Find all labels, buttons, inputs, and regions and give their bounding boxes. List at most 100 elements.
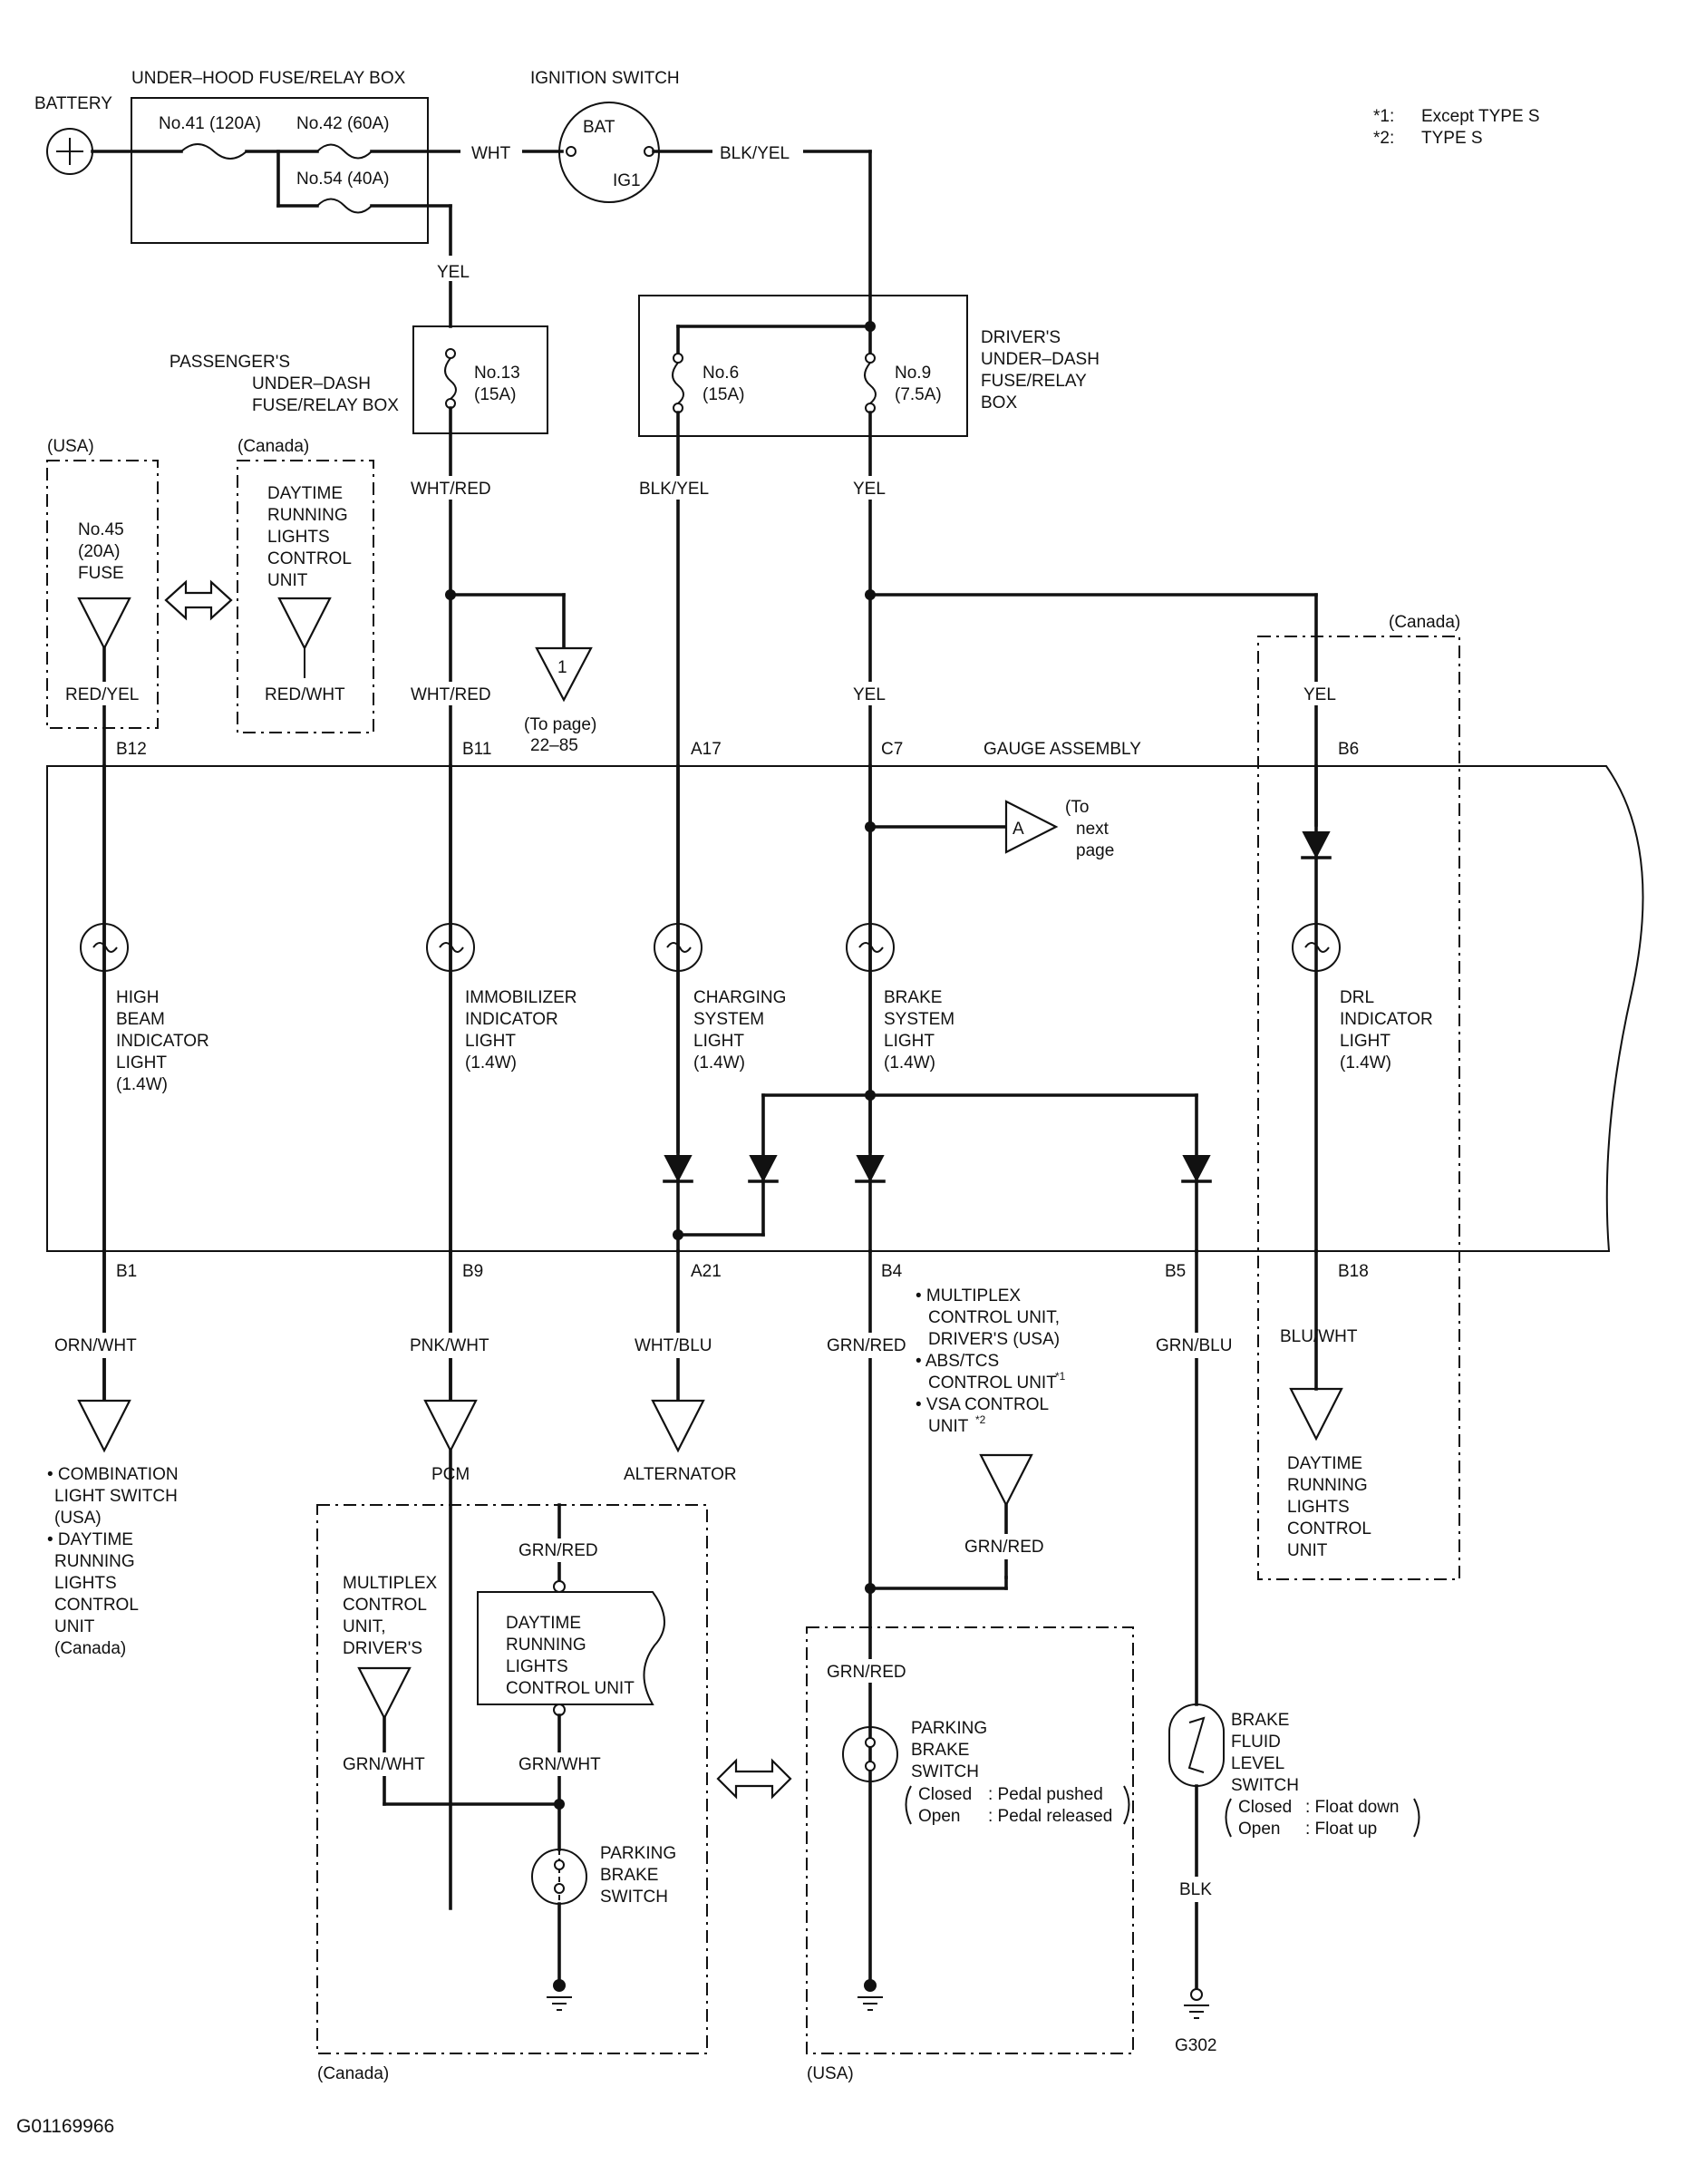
note1-text: Except TYPE S bbox=[1421, 107, 1540, 126]
battery: BATTERY bbox=[34, 94, 183, 175]
figure-id: G01169966 bbox=[16, 2116, 114, 2137]
parking-brake-switch-icon bbox=[531, 1849, 587, 1905]
fuse54-label: No.54 (40A) bbox=[296, 170, 389, 189]
pin-b4: B4 bbox=[881, 1262, 903, 1281]
mpx-line7-sup: *2 bbox=[975, 1413, 986, 1426]
light-label: DRL bbox=[1340, 988, 1374, 1007]
usa-region-label: (USA) bbox=[47, 437, 94, 456]
light-label: INDICATOR bbox=[116, 1032, 209, 1051]
bat-terminal-label: BAT bbox=[583, 118, 615, 137]
alternator-label: ALTERNATOR bbox=[624, 1465, 737, 1484]
to-page-label1: (To page) bbox=[524, 715, 596, 734]
fuse13-amp: (15A) bbox=[474, 385, 516, 404]
connector-triangle-icon bbox=[77, 1399, 131, 1453]
pin-b6: B6 bbox=[1338, 740, 1359, 759]
usa-closed-label: Closed bbox=[918, 1785, 972, 1804]
usa-grnred-label: GRN/RED bbox=[827, 1663, 906, 1682]
canada-drl-unit-line4: CONTROL UNIT bbox=[506, 1679, 635, 1698]
next-page-label1: (To bbox=[1065, 798, 1089, 817]
pin-b5: B5 bbox=[1165, 1262, 1186, 1281]
wire-blkyel-label: BLK/YEL bbox=[639, 480, 709, 499]
ground-g302-label: G302 bbox=[1175, 2036, 1216, 2055]
connector-triangle-icon bbox=[1289, 1387, 1343, 1441]
wire-yel-label1: YEL bbox=[853, 480, 886, 499]
wire-yel-label: YEL bbox=[437, 263, 470, 282]
note1-mark: *1: bbox=[1373, 107, 1394, 126]
usa-fuse-line2: (20A) bbox=[78, 542, 120, 561]
ig1-terminal-label: IG1 bbox=[613, 171, 641, 190]
combo-line3: (USA) bbox=[54, 1509, 102, 1528]
pin-b9: B9 bbox=[462, 1262, 483, 1281]
usa-open-value: : Pedal released bbox=[988, 1807, 1112, 1826]
canada-mpx-line2: CONTROL bbox=[343, 1596, 427, 1615]
usa-bottom-region: (USA) bbox=[807, 2064, 854, 2083]
combo-line1: • COMBINATION bbox=[47, 1465, 179, 1484]
canada-grnwht-label2: GRN/WHT bbox=[518, 1755, 601, 1774]
canada-drl-line2: RUNNING bbox=[267, 506, 348, 525]
usa-pbs-line1: PARKING bbox=[911, 1719, 987, 1738]
canada-drl-line1: DAYTIME bbox=[267, 484, 343, 503]
usa-open-label: Open bbox=[918, 1807, 960, 1826]
fuse-icon bbox=[316, 198, 373, 214]
bulb-icon bbox=[1292, 923, 1341, 972]
canada-drl-region: (Canada) bbox=[237, 437, 309, 456]
fuse9-no: No.9 bbox=[895, 364, 931, 383]
next-page-label2: next bbox=[1076, 820, 1109, 839]
bulb-icon bbox=[426, 923, 475, 972]
bulb-icon bbox=[846, 923, 895, 972]
usa-bottom-box: (USA) GRN/RED PARKING BRAKE SWITCH Close… bbox=[806, 1626, 1134, 2083]
mpx-line6: • VSA CONTROL bbox=[916, 1395, 1049, 1414]
drl-light-label: DRL INDICATOR LIGHT (1.4W) bbox=[1340, 988, 1433, 1073]
fuse9-amp: (7.5A) bbox=[895, 385, 942, 404]
wire-blk-label: BLK bbox=[1179, 1880, 1212, 1899]
light-label: (1.4W) bbox=[884, 1053, 935, 1073]
driver-box-label1: DRIVER'S bbox=[981, 328, 1061, 347]
ignition-switch-label: IGNITION SWITCH bbox=[530, 69, 680, 88]
battery-label: BATTERY bbox=[34, 94, 112, 113]
double-arrow-icon bbox=[716, 1758, 792, 1800]
wire-pnkwht-label: PNK/WHT bbox=[410, 1336, 489, 1355]
parking-brake-switch-icon bbox=[842, 1726, 898, 1782]
connector-triangle-icon bbox=[277, 597, 332, 651]
usa-closed-value: : Pedal pushed bbox=[988, 1785, 1103, 1804]
light-label: INDICATOR bbox=[1340, 1010, 1433, 1029]
underhood-box-label: UNDER–HOOD FUSE/RELAY BOX bbox=[131, 69, 406, 88]
light-label: LIGHT bbox=[1340, 1032, 1390, 1051]
canada-drl-unit-line2: RUNNING bbox=[506, 1636, 586, 1655]
mpx-line5: CONTROL UNIT bbox=[928, 1373, 1057, 1393]
combo-line4: • DAYTIME bbox=[47, 1530, 133, 1549]
mpx-line1: • MULTIPLEX bbox=[916, 1286, 1021, 1306]
fluid-switch-line4: SWITCH bbox=[1231, 1776, 1299, 1795]
lower-wiring: ORN/WHT • COMBINATION LIGHT SWITCH (USA)… bbox=[47, 1249, 1318, 1987]
passenger-box-label1: PASSENGER'S bbox=[170, 353, 290, 372]
canada-right-line2: RUNNING bbox=[1287, 1476, 1368, 1495]
bulb-icon bbox=[654, 923, 702, 972]
light-label: INDICATOR bbox=[465, 1010, 558, 1029]
fluid-switch-line3: LEVEL bbox=[1231, 1754, 1284, 1773]
canada-right-region: (Canada) bbox=[1389, 613, 1460, 632]
immobilizer-light-label: IMMOBILIZER INDICATOR LIGHT (1.4W) bbox=[465, 988, 577, 1073]
fuse-icon bbox=[180, 143, 247, 160]
wire-blkyel-top-label: BLK/YEL bbox=[720, 144, 790, 163]
wire-whtred-label1: WHT/RED bbox=[411, 480, 491, 499]
driver-box-label3: FUSE/RELAY bbox=[981, 372, 1087, 391]
gauge-assembly: GAUGE ASSEMBLY B12 B11 A17 C7 B6 B1 B9 A… bbox=[46, 740, 1644, 1281]
diode-icon bbox=[856, 1155, 885, 1183]
canada-drl-unit-line1: DAYTIME bbox=[506, 1614, 581, 1633]
passenger-fuse-box: PASSENGER'S UNDER–DASH FUSE/RELAY BOX No… bbox=[170, 325, 548, 1910]
gauge-title: GAUGE ASSEMBLY bbox=[984, 740, 1141, 759]
light-label: LIGHT bbox=[884, 1032, 935, 1051]
fuse42-label: No.42 (60A) bbox=[296, 114, 389, 133]
mpx-line4: • ABS/TCS bbox=[916, 1352, 999, 1371]
diode-icon bbox=[1182, 1155, 1211, 1183]
underhood-fuse-box: UNDER–HOOD FUSE/RELAY BOX No.41 (120A) N… bbox=[131, 69, 564, 328]
mpx-line7: UNIT bbox=[928, 1417, 969, 1436]
light-label: (1.4W) bbox=[465, 1053, 517, 1073]
fluid-switch-line1: BRAKE bbox=[1231, 1711, 1289, 1730]
fluid-open-label: Open bbox=[1238, 1820, 1280, 1839]
ground-icon bbox=[858, 1996, 883, 2011]
combo-line9: (Canada) bbox=[54, 1639, 126, 1658]
usa-fuse-line1: No.45 bbox=[78, 520, 124, 539]
canada-mpx-line3: UNIT, bbox=[343, 1617, 386, 1636]
ground-icon bbox=[1184, 2004, 1209, 2019]
